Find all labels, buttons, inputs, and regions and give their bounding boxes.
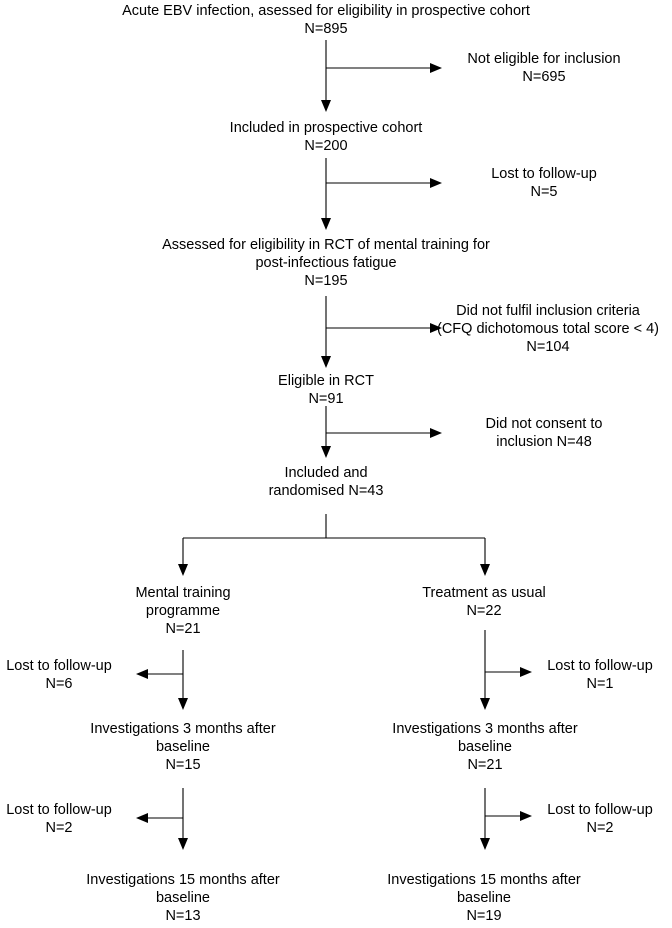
- arrowhead-right: [430, 428, 442, 438]
- node-label-cont: baseline: [155, 890, 210, 906]
- node-count: N=1: [586, 676, 614, 692]
- node-label-cont: baseline: [155, 739, 210, 755]
- node-label: Did not consent to: [485, 416, 603, 432]
- node-count: N=695: [522, 69, 566, 85]
- node-label: Investigations 15 months after: [86, 872, 280, 888]
- arrowhead-right: [430, 323, 442, 333]
- included-cohort-node: Included in prospective cohort N=200: [196, 119, 456, 155]
- node-label: Assessed for eligibility in RCT of menta…: [162, 237, 490, 253]
- node-count: N=895: [304, 21, 348, 37]
- node-label: Investigations 3 months after: [90, 721, 276, 737]
- randomised-node: Included and randomised N=43: [226, 464, 426, 500]
- node-label: Treatment as usual: [422, 585, 546, 601]
- node-label-cont: programme: [145, 603, 221, 619]
- node-label: Eligible in RCT: [278, 373, 374, 389]
- arrowhead-down: [321, 356, 331, 368]
- arrowhead-down: [480, 838, 490, 850]
- mt-lost-followup-2-node: Lost to follow-up N=2: [0, 801, 123, 837]
- node-label-cont: baseline: [457, 739, 512, 755]
- arrowhead-down: [480, 698, 490, 710]
- node-label: Included in prospective cohort: [229, 120, 423, 136]
- arrowhead-down: [178, 564, 188, 576]
- node-label: Investigations 3 months after: [392, 721, 578, 737]
- node-label: Lost to follow-up: [6, 802, 112, 818]
- arrowhead-down: [480, 564, 490, 576]
- node-label-cont: post-infectious fatigue: [255, 255, 397, 271]
- node-count: N=13: [165, 908, 201, 924]
- arrowhead-down: [321, 218, 331, 230]
- node-count: N=15: [165, 757, 201, 773]
- node-label-cont: randomised N=43: [268, 483, 384, 499]
- node-label: Lost to follow-up: [6, 658, 112, 674]
- arrowhead-right: [520, 667, 532, 677]
- arrowhead-left: [136, 813, 148, 823]
- node-label: Lost to follow-up: [547, 802, 653, 818]
- lost-followup-node: Lost to follow-up N=5: [444, 165, 644, 201]
- node-count: N=200: [304, 138, 348, 154]
- node-label: Not eligible for inclusion: [467, 51, 621, 67]
- node-label: Lost to follow-up: [491, 166, 597, 182]
- node-count: N=2: [45, 820, 73, 836]
- arrowhead-down: [321, 100, 331, 112]
- mt-3-months-node: Investigations 3 months after baseline N…: [68, 720, 298, 774]
- node-count: N=21: [165, 621, 201, 637]
- mt-15-months-node: Investigations 15 months after baseline …: [63, 871, 303, 925]
- node-label: Did not fulfil inclusion criteria: [456, 303, 640, 319]
- node-count: N=2: [586, 820, 614, 836]
- node-count: N=21: [467, 757, 503, 773]
- node-count: N=22: [466, 603, 502, 619]
- node-count: N=91: [308, 391, 344, 407]
- node-label-cont: (CFQ dichotomous total score < 4): [436, 321, 660, 337]
- tau-lost-followup-1-node: Lost to follow-up N=1: [534, 657, 666, 693]
- not-eligible-node: Not eligible for inclusion N=695: [444, 50, 644, 86]
- node-label: Acute EBV infection, asessed for eligibi…: [122, 3, 530, 19]
- arrowhead-right: [520, 811, 532, 821]
- tau-15-months-node: Investigations 15 months after baseline …: [364, 871, 604, 925]
- node-label-cont: baseline: [456, 890, 511, 906]
- node-label-cont: inclusion N=48: [496, 434, 592, 450]
- arrowhead-down: [178, 698, 188, 710]
- arrowhead-right: [430, 63, 442, 73]
- node-count: N=104: [526, 339, 570, 355]
- eligible-rct-node: Eligible in RCT N=91: [226, 372, 426, 408]
- arrowhead-down: [321, 446, 331, 458]
- not-fulfil-node: Did not fulfil inclusion criteria (CFQ d…: [430, 302, 666, 356]
- arrowhead-left: [136, 669, 148, 679]
- no-consent-node: Did not consent to inclusion N=48: [444, 415, 644, 451]
- node-count: N=195: [304, 273, 348, 289]
- node-label: Lost to follow-up: [547, 658, 653, 674]
- mental-training-node: Mental training programme N=21: [103, 584, 263, 638]
- tau-3-months-node: Investigations 3 months after baseline N…: [370, 720, 600, 774]
- node-label: Mental training: [135, 585, 231, 601]
- node-label: Investigations 15 months after: [387, 872, 581, 888]
- treatment-as-usual-node: Treatment as usual N=22: [404, 584, 564, 620]
- arrowhead-right: [430, 178, 442, 188]
- node-label: Included and: [284, 465, 368, 481]
- node-count: N=19: [466, 908, 502, 924]
- arrowhead-down: [178, 838, 188, 850]
- acute-ebv-node: Acute EBV infection, asessed for eligibi…: [100, 2, 552, 38]
- node-count: N=6: [45, 676, 73, 692]
- node-count: N=5: [530, 184, 558, 200]
- mt-lost-followup-1-node: Lost to follow-up N=6: [0, 657, 123, 693]
- tau-lost-followup-2-node: Lost to follow-up N=2: [534, 801, 666, 837]
- assessed-rct-node: Assessed for eligibility in RCT of menta…: [126, 236, 526, 290]
